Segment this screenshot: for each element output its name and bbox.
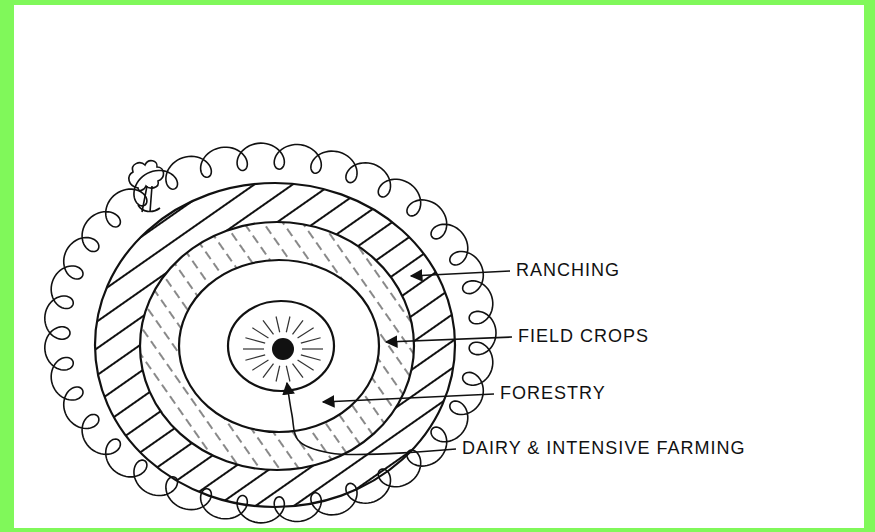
core-ray — [301, 338, 321, 343]
core-ray — [276, 366, 280, 382]
leader-line — [323, 394, 494, 402]
field-crops-ring — [140, 222, 414, 470]
leader-line — [386, 337, 512, 342]
town-centre — [272, 338, 294, 360]
ring-label: FORESTRY — [500, 382, 606, 404]
leader-line — [287, 383, 456, 455]
ring-outline — [179, 260, 379, 432]
core-ray — [276, 317, 280, 333]
ranching-ring — [95, 183, 455, 507]
core-ray — [245, 338, 265, 343]
core-ray — [263, 364, 274, 378]
leader-line — [411, 271, 510, 276]
leader-lines — [287, 271, 512, 455]
scalloped-boundary — [45, 143, 496, 523]
core-ray — [252, 360, 268, 370]
core-ray — [243, 348, 264, 349]
core-ray — [293, 364, 304, 378]
ring-label: DAIRY & INTENSIVE FARMING — [462, 437, 745, 459]
tree-crown — [129, 161, 164, 191]
ring-label: RANCHING — [516, 259, 620, 281]
core-ray — [286, 317, 290, 333]
core-ray — [301, 355, 321, 360]
ring-outline — [228, 301, 334, 391]
tree-icon — [129, 161, 164, 212]
core-ray — [298, 328, 314, 338]
ring-outline — [140, 222, 414, 470]
core-rays — [243, 317, 323, 382]
core-ray — [302, 348, 323, 349]
tree-base — [138, 205, 160, 212]
ring-outlines — [95, 183, 455, 507]
core-ray — [286, 366, 290, 382]
core-ray — [245, 355, 265, 360]
core-ray — [263, 320, 274, 334]
core-ray — [293, 320, 304, 334]
ring-label: FIELD CROPS — [518, 325, 649, 347]
core-ray — [298, 360, 314, 370]
core-ray — [252, 328, 268, 338]
ring-outline — [95, 183, 455, 507]
